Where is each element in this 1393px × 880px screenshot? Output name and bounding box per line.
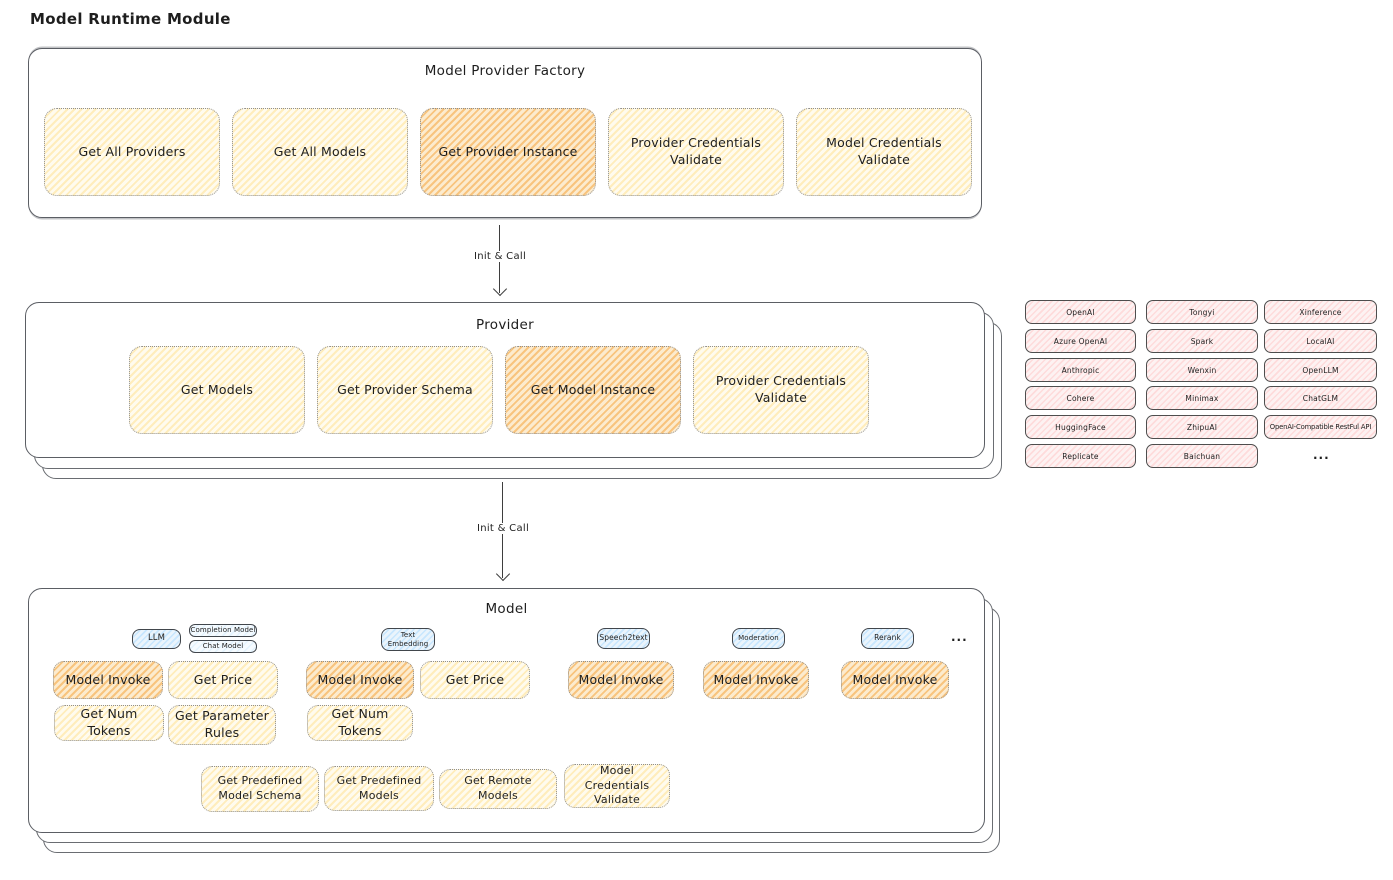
node-get-models: Get Models [129,346,305,434]
node-model-credentials-validate: Model Credentials Validate [796,108,972,196]
node-get-model-instance: Get Model Instance [505,346,681,434]
model-tags-ellipsis: ... [951,630,968,644]
provider-item-xinference: Xinference [1264,300,1377,324]
tag-moderation: Moderation [732,628,785,649]
node-provider-credentials-validate-2: Provider Credentials Validate [693,346,869,434]
node-model-invoke-speech2text: Model Invoke [568,661,674,699]
provider-item-tongyi: Tongyi [1146,300,1258,324]
provider-item-replicate: Replicate [1025,444,1136,468]
model-provider-factory-container: Model Provider Factory Get All Providers… [28,48,982,218]
node-get-all-models: Get All Models [232,108,408,196]
tag-text-embedding: Text Embedding [381,628,435,651]
provider-item-anthropic: Anthropic [1025,358,1136,382]
arrow-down-icon [492,281,507,297]
provider-item-cohere: Cohere [1025,386,1136,410]
node-model-invoke-rerank: Model Invoke [841,661,949,699]
node-model-invoke-llm: Model Invoke [53,661,163,699]
page-title: Model Runtime Module [30,10,231,28]
tag-speech2text: Speech2text [597,628,650,649]
node-get-provider-schema: Get Provider Schema [317,346,493,434]
tag-completion-model: Completion Model [189,624,257,637]
arrow-factory-to-provider: Init & Call [468,225,532,297]
provider-item-baichuan: Baichuan [1146,444,1258,468]
node-model-invoke-text-embedding: Model Invoke [306,661,414,699]
arrow-provider-to-model: Init & Call [471,482,535,582]
provider-title: Provider [476,317,534,333]
tag-llm: LLM [132,629,181,649]
provider-item-localai: LocalAI [1264,329,1377,353]
node-get-num-tokens-text-embedding: Get Num Tokens [307,705,413,741]
provider-item-zhipuai: ZhipuAI [1146,415,1258,439]
tag-rerank: Rerank [861,628,914,649]
node-get-remote-models: Get Remote Models [439,769,557,809]
node-provider-credentials-validate: Provider Credentials Validate [608,108,784,196]
providers-ellipsis: ... [1313,448,1330,462]
tag-chat-model: Chat Model [189,640,257,653]
provider-item-openai-compatible-restful-api: OpenAI-Compatible RestFul API [1264,415,1377,439]
node-model-credentials-validate-2: Model Credentials Validate [564,764,670,808]
provider-item-openai: OpenAI [1025,300,1136,324]
provider-item-azure-openai: Azure OpenAI [1025,329,1136,353]
node-model-invoke-moderation: Model Invoke [703,661,809,699]
arrow-down-icon [495,566,510,582]
provider-item-chatglm: ChatGLM [1264,386,1377,410]
node-get-price-llm: Get Price [168,661,278,699]
node-get-parameter-rules: Get Parameter Rules [168,705,276,745]
provider-item-huggingface: HuggingFace [1025,415,1136,439]
node-get-predefined-model-schema: Get Predefined Model Schema [201,766,319,812]
provider-container: Provider Get Models Get Provider Schema … [25,302,985,458]
model-container: Model LLM Completion Model Chat Model Te… [28,588,985,833]
node-get-all-providers: Get All Providers [44,108,220,196]
node-get-provider-instance: Get Provider Instance [420,108,596,196]
arrow-label-init-call-1: Init & Call [468,251,532,262]
factory-title: Model Provider Factory [424,63,586,79]
arrow-label-init-call-2: Init & Call [471,523,535,534]
node-get-num-tokens-llm: Get Num Tokens [54,705,164,741]
provider-item-openllm: OpenLLM [1264,358,1377,382]
model-title: Model [485,601,528,617]
node-get-predefined-models: Get Predefined Models [324,766,434,811]
provider-item-wenxin: Wenxin [1146,358,1258,382]
node-get-price-text-embedding: Get Price [420,661,530,699]
provider-item-minimax: Minimax [1146,386,1258,410]
provider-item-spark: Spark [1146,329,1258,353]
